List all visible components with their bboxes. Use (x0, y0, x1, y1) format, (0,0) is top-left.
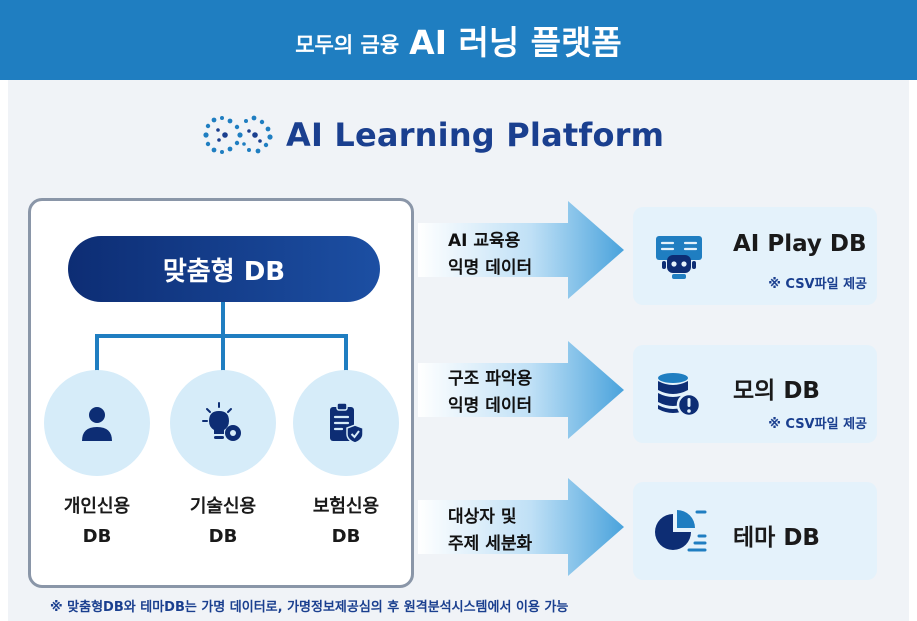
footnote: ※ 맞춤형DB와 테마DB는 가명 데이터로, 가명정보제공심의 후 원격분석시… (50, 600, 569, 615)
connector-left (95, 334, 99, 378)
personal-credit-label: 개인신용 DB (63, 496, 131, 547)
personal-credit-circle (44, 370, 150, 476)
ai-play-db-card: AI Play DB ※ CSV파일 제공 (633, 207, 877, 305)
lightbulb-gear-icon (202, 402, 241, 441)
flow-arrow-ai-play (418, 201, 624, 299)
insurance-credit-circle (293, 370, 399, 476)
mock-db-card: 모의 DB ※ CSV파일 제공 (633, 345, 877, 443)
connector-middle (221, 334, 225, 378)
robot-board-icon (656, 236, 702, 279)
header-title: AI 러닝 플랫폼 (409, 23, 622, 62)
clipboard-shield-icon (330, 402, 364, 444)
brand: AI Learning Platform (200, 112, 664, 158)
tech-credit-label: 기술신용 DB (189, 496, 257, 547)
insurance-credit-label: 보험신용 DB (312, 496, 380, 547)
ai-play-db-title: AI Play DB (733, 231, 867, 257)
mock-db-note: ※ CSV파일 제공 (768, 417, 867, 432)
dotted-circles-logo-icon (203, 115, 273, 154)
tech-credit-circle (170, 370, 276, 476)
connector-trunk (221, 302, 225, 337)
custom-db-pill: 맞춤형 DB (68, 236, 380, 302)
flow-arrow-theme (418, 478, 624, 576)
brand-text: AI Learning Platform (286, 116, 665, 154)
header-banner: 모두의 금융 AI 러닝 플랫폼 (0, 0, 917, 80)
theme-db-card: 테마 DB (633, 482, 877, 580)
pie-list-icon (655, 510, 707, 552)
flow-label-mock: 구조 파악용 익명 데이터 (448, 369, 533, 416)
flow-label-theme: 대상자 및 주제 세분화 (448, 507, 533, 554)
flow-arrow-mock (418, 341, 624, 439)
person-icon (82, 407, 112, 441)
connector-right (344, 334, 348, 378)
ai-play-db-note: ※ CSV파일 제공 (768, 277, 867, 292)
flow-label-ai-play: AI 교육용 익명 데이터 (448, 231, 533, 278)
theme-db-title: 테마 DB (733, 525, 820, 551)
header-prefix: 모두의 금융 (295, 33, 400, 57)
mock-db-title: 모의 DB (733, 378, 820, 404)
database-alert-icon (658, 373, 702, 418)
